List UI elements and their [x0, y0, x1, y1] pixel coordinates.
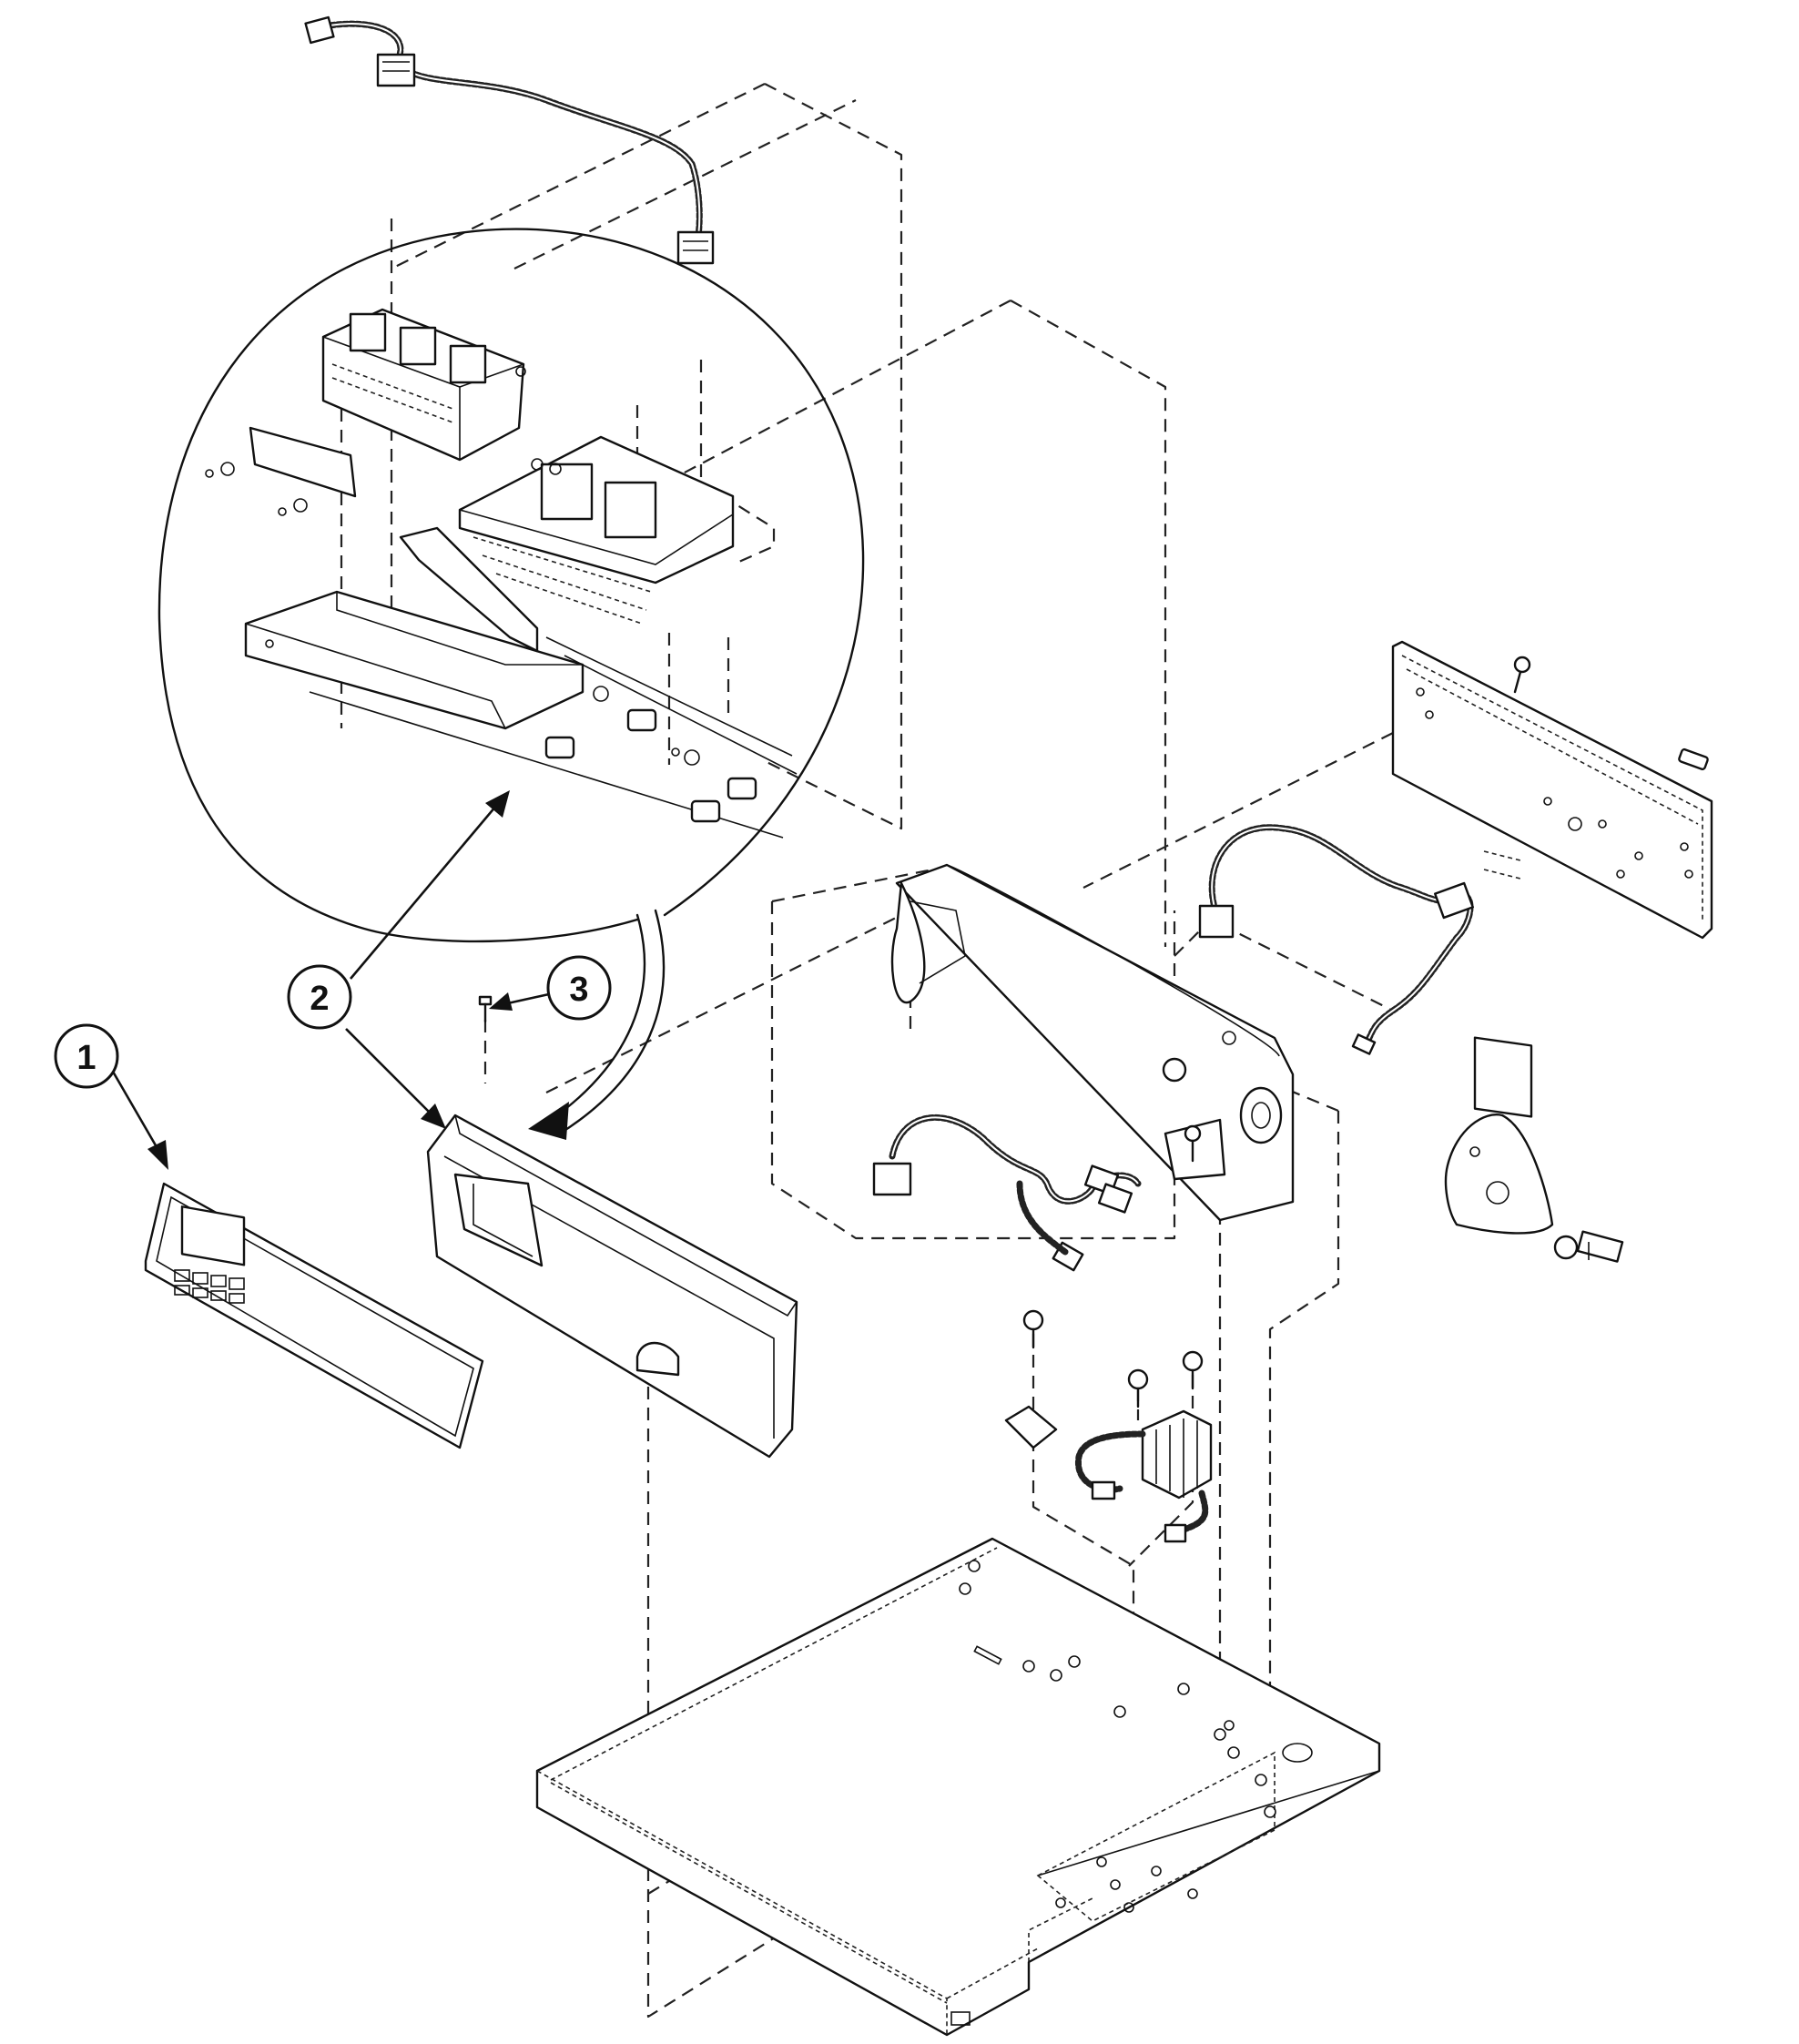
callout-1: 1	[54, 1023, 119, 1089]
callout-arrows	[107, 790, 558, 1170]
callout-3: 3	[546, 955, 612, 1021]
callout-2: 2	[287, 964, 352, 1030]
control-console	[426, 1114, 798, 1459]
circuit-board-icon	[205, 308, 798, 839]
magnifier-detail-icon	[158, 228, 865, 1140]
regulator-module	[1004, 1124, 1213, 1543]
callout-3-number: 3	[569, 971, 588, 1009]
rear-control-panel	[1391, 640, 1713, 1118]
screw-icon	[478, 995, 493, 1023]
wire-harness-middle	[872, 1114, 1142, 1272]
wire-harness-top	[304, 15, 715, 265]
callout-1-number: 1	[76, 1039, 96, 1077]
side-bracket	[1444, 1114, 1624, 1263]
wire-harness-right	[1198, 824, 1474, 1055]
base-plate	[535, 1537, 1381, 2037]
callout-2-number: 2	[310, 980, 329, 1018]
control-panel-overlay	[144, 1182, 484, 1449]
